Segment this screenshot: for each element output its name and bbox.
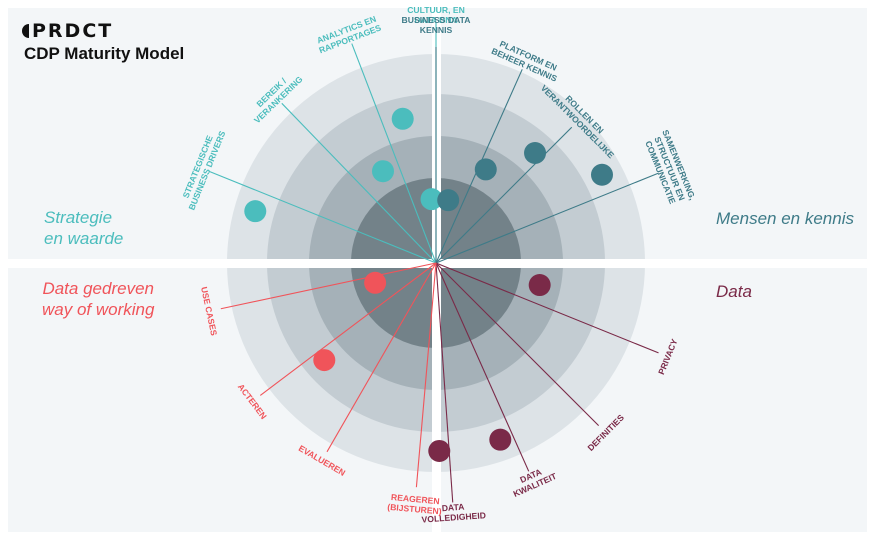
- maturity-dot-rollen-verantwoordelijke: [524, 142, 547, 165]
- logo-text: PRDCT: [32, 20, 114, 42]
- spoke-label-data-volledigheid: DATAVOLLEDIGHEID: [421, 500, 487, 524]
- quadrant-title-dgw: Data gedreven way of working: [42, 278, 154, 320]
- maturity-dot-platform-beheer-kennis: [474, 158, 497, 181]
- quadrant-title-strategie: Strategie en waarde: [44, 207, 123, 249]
- logo-mark-icon: [22, 24, 29, 38]
- quadrant-title-mensen: Mensen en kennis: [716, 209, 854, 228]
- maturity-dot-use-cases: [364, 271, 387, 294]
- maturity-dot-samenwerking-structuur: [590, 163, 613, 186]
- maturity-dot-business-data-kennis: [437, 189, 460, 212]
- maturity-dots: [244, 107, 613, 462]
- spoke-label-line: VOLLEDIGHEID: [421, 510, 486, 524]
- spoke-label-line: DATA DNA: [414, 15, 457, 25]
- spoke-line-data-kwaliteit: [435, 262, 530, 472]
- quadrant-title-strategie-line1: Strategie: [44, 208, 113, 227]
- spoke-label-line: (BIJSTUREN): [387, 502, 442, 517]
- maturity-dot-acteren: [313, 349, 336, 372]
- spoke-line-acteren: [259, 262, 437, 396]
- maturity-dot-data-kwaliteit: [489, 428, 512, 451]
- quadrant-title-dgw-line2: way of working: [42, 300, 155, 319]
- spoke-label-reageren-bijsturen: REAGEREN(BIJSTUREN): [387, 492, 443, 517]
- prdct-logo: PRDCT: [22, 20, 113, 42]
- spoke-line-reageren-bijsturen: [415, 262, 437, 488]
- spoke-line-privacy: [435, 262, 659, 354]
- quadrant-title-data: Data: [716, 282, 752, 301]
- spoke-line-bereik-verankering: [281, 102, 437, 264]
- maturity-dot-analytics-rapportages: [391, 107, 414, 130]
- spoke-line-definities: [435, 262, 600, 427]
- spoke-line-data-volledigheid: [435, 262, 454, 503]
- maturity-dot-cultuur-data-dna: [420, 188, 443, 211]
- spoke-label-line: CULTUUR, EN: [407, 5, 465, 15]
- spoke-label-line: REAGEREN: [391, 492, 440, 506]
- spoke-line-samenwerking-structuur: [435, 172, 659, 264]
- spoke-lines: [208, 23, 659, 503]
- spoke-label-line: DATA: [441, 502, 464, 514]
- quadrant-title-dgw-line1: Data gedreven: [42, 279, 154, 298]
- maturity-dot-privacy: [528, 274, 551, 297]
- spoke-line-use-cases: [220, 262, 437, 310]
- spoke-line-strategische-business-drivers: [208, 170, 437, 264]
- spoke-line-analytics-rapportages: [351, 43, 437, 264]
- spoke-line-rollen-verantwoordelijke: [435, 126, 573, 264]
- spoke-line-evalueren: [326, 262, 437, 453]
- spoke-label-line: BUSINESS DATA: [402, 15, 471, 25]
- maturity-dot-bereik-verankering: [372, 160, 394, 183]
- quadrant-title-strategie-line2: en waarde: [44, 229, 124, 248]
- maturity-dot-data-volledigheid: [428, 439, 451, 462]
- page-title: CDP Maturity Model: [24, 44, 185, 63]
- spoke-label-line: KENNIS: [420, 25, 453, 35]
- maturity-dot-strategische-business-drivers: [244, 200, 267, 223]
